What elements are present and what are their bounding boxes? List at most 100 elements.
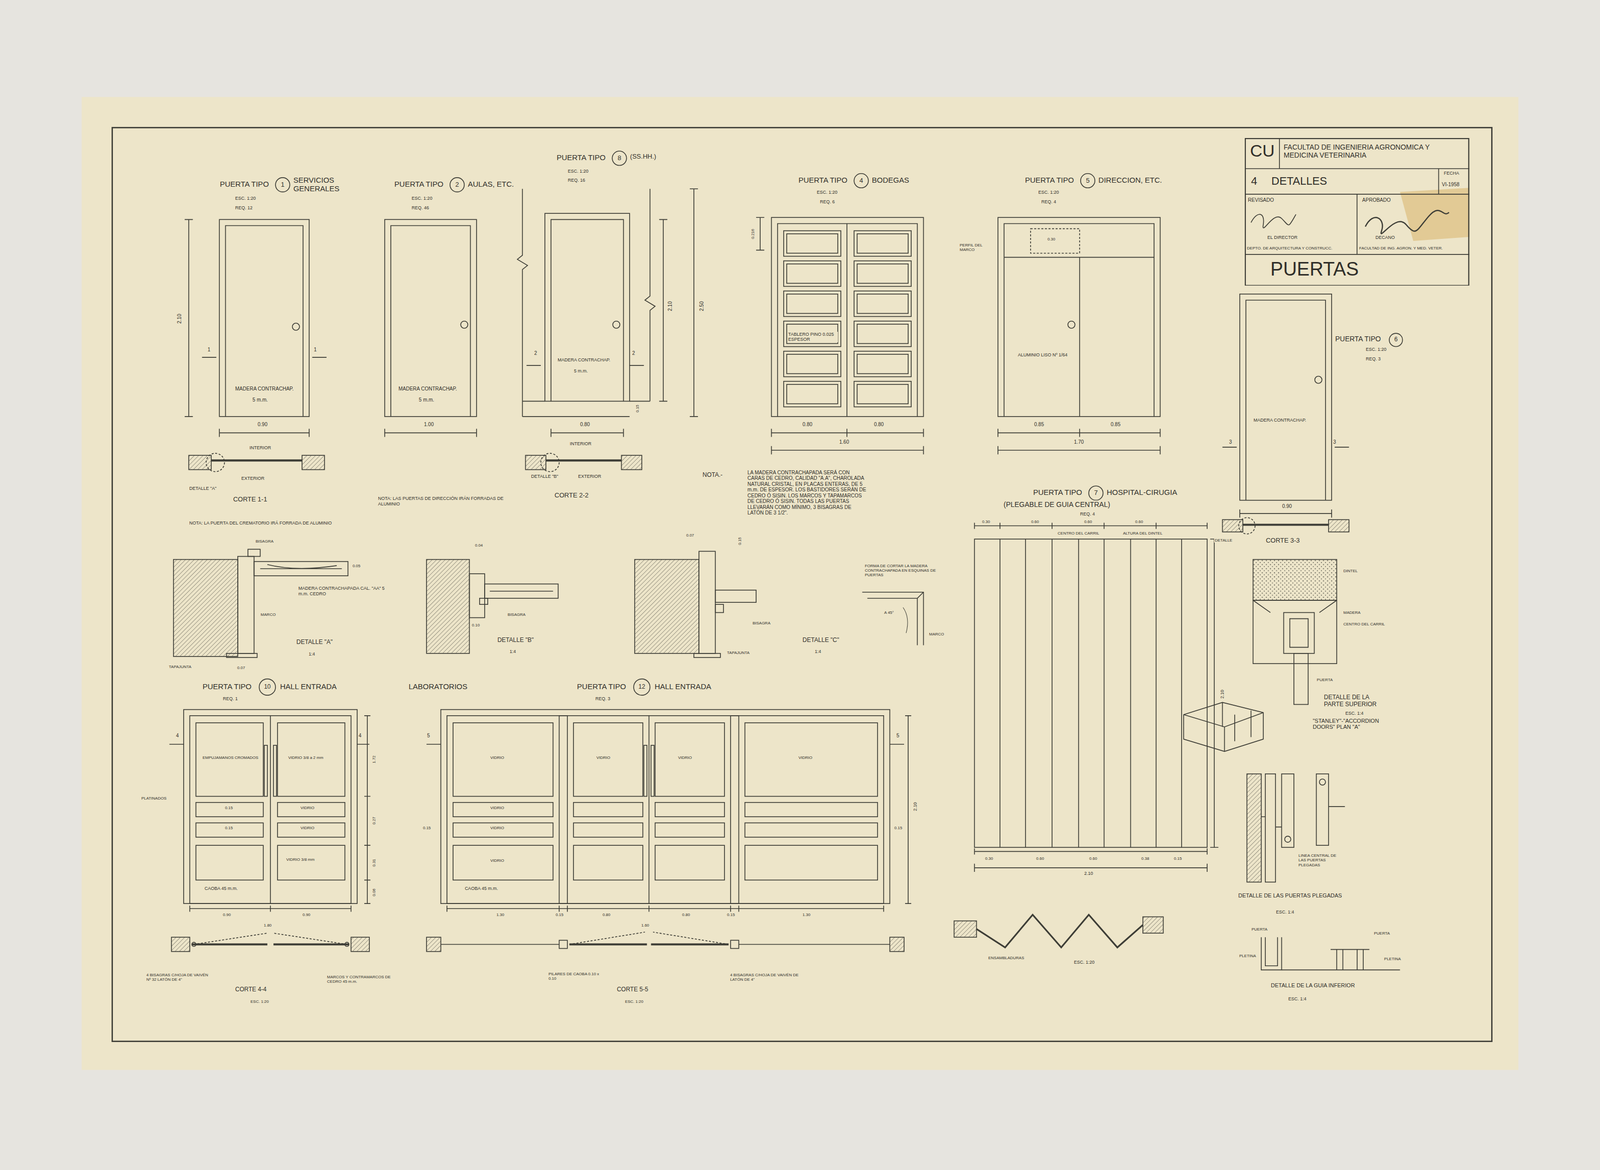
door-elevation — [745, 802, 878, 817]
track-detail — [1281, 773, 1294, 847]
door-elevation — [1239, 294, 1332, 501]
heading-circle — [259, 151, 1403, 695]
door-elevation — [453, 844, 553, 880]
annotation: DETALLE "B" — [496, 636, 534, 644]
dimension: 0.30 — [984, 855, 994, 861]
annotation: 4 — [358, 732, 363, 739]
door-elevation — [364, 715, 371, 904]
section-detail — [260, 564, 343, 569]
signature — [1250, 214, 1296, 228]
door-elevation — [277, 722, 345, 796]
track-detail — [1261, 936, 1282, 970]
dimension: 1.80 — [263, 922, 273, 928]
folding-door — [1210, 538, 1219, 847]
annotation: (SS.HH.) — [629, 153, 657, 161]
door-elevation — [195, 802, 263, 817]
dimension: 0.80 — [802, 421, 813, 428]
title-text: APROBADO — [1362, 197, 1391, 204]
title-text: FACULTAD DE INGENIERIA AGRONOMICA Y MEDI… — [1283, 142, 1466, 160]
track-detail — [1284, 835, 1291, 842]
track-detail — [1183, 701, 1264, 752]
heading-circle — [612, 151, 627, 166]
section-detail — [247, 548, 260, 556]
annotation: MADERA CONTRACHAP. — [556, 357, 611, 363]
callout-number: 4 — [858, 177, 864, 185]
door-elevation — [544, 213, 630, 401]
door-elevation — [384, 219, 477, 417]
door-elevation — [545, 459, 622, 462]
track-detail — [1253, 600, 1338, 664]
door-elevation — [277, 844, 345, 880]
signature — [1365, 210, 1449, 234]
folding-door — [974, 538, 1208, 847]
annotation: VIDRIO — [797, 755, 813, 760]
section-detail — [715, 604, 724, 613]
dimension: 1.60 — [640, 922, 650, 928]
door-elevation — [453, 822, 553, 837]
door-elevation — [853, 321, 912, 347]
dimension: 0.15 — [726, 912, 736, 917]
door-elevation — [384, 428, 477, 437]
door-elevation — [189, 715, 351, 904]
door-elevation — [655, 844, 725, 880]
annotation: CORTE 1-1 — [232, 495, 268, 504]
title-block: CU FACULTAD DE INGENIERIA AGRONOMICA Y ME… — [1244, 137, 1470, 286]
door-elevation — [730, 939, 739, 948]
door-elevation — [195, 722, 263, 796]
door-elevation — [756, 217, 924, 455]
door-elevation — [447, 715, 884, 904]
title-text: CU — [1249, 140, 1275, 161]
door-elevation — [1239, 509, 1332, 518]
door-elevation — [460, 321, 468, 329]
door-elevation — [853, 230, 912, 257]
track-detail — [1319, 778, 1326, 785]
annotation: PUERTA TIPO — [219, 179, 270, 189]
annotation: CENTRO DEL CARRIL — [1342, 621, 1386, 627]
annotation: 2 — [533, 350, 538, 357]
annotation: CAOBA 45 m.m. — [204, 885, 239, 891]
heading-circle — [853, 173, 868, 188]
annotation: VIDRIO — [677, 755, 693, 760]
annotation: CORTE 5-5 — [616, 985, 649, 993]
callout-number: 1 — [280, 181, 285, 189]
annotation: MADERA — [1342, 610, 1361, 615]
door-elevation — [206, 453, 225, 472]
dimension: 0.15 — [224, 805, 234, 810]
door-elevation — [745, 822, 878, 837]
door-elevation — [189, 905, 351, 912]
dimension: 0.15 — [894, 825, 904, 830]
annotation: MARCO — [260, 612, 277, 617]
door-elevation — [777, 223, 918, 416]
annotation: PUERTA — [1373, 930, 1391, 936]
annotation: PUERTA TIPO — [555, 153, 607, 162]
door-elevation — [277, 802, 345, 817]
dimension: 0.10 — [471, 622, 481, 628]
heading-circle — [275, 177, 290, 192]
door-elevation — [169, 709, 371, 952]
drawing-line — [112, 127, 1493, 1041]
dimension: 2.10 — [1083, 870, 1094, 876]
annotation: NOTA: LAS PUERTAS DE DIRECCIÓN IRÁN FORR… — [377, 495, 522, 507]
annotation: REQ. 16 — [567, 177, 587, 183]
door-elevation — [905, 715, 912, 904]
dimension: 1.70 — [1073, 439, 1085, 446]
title-text: EL DIRECTOR — [1267, 234, 1298, 240]
door-elevation — [193, 932, 347, 944]
door-elevation — [441, 709, 891, 904]
dimension: 0.07 — [236, 665, 246, 670]
door-elevation — [269, 715, 271, 904]
title-text: PUERTAS — [1270, 258, 1359, 281]
annotation: NOTA.- — [701, 471, 723, 479]
door-elevation — [426, 936, 441, 951]
annotation: 1 — [207, 346, 212, 353]
door-elevation — [344, 941, 349, 946]
annotation: ENSAMBLADURAS — [987, 955, 1026, 960]
annotation: VIDRIO — [489, 755, 505, 760]
annotation: 4 — [175, 732, 180, 739]
door-elevation — [771, 428, 924, 455]
door-elevation — [655, 802, 725, 817]
annotation: PILARES DE CAOBA 0.10 x 0.10 — [547, 971, 606, 981]
callout-number: 12 — [638, 683, 646, 691]
annotation: SERVICIOS GENERALES — [293, 175, 348, 194]
